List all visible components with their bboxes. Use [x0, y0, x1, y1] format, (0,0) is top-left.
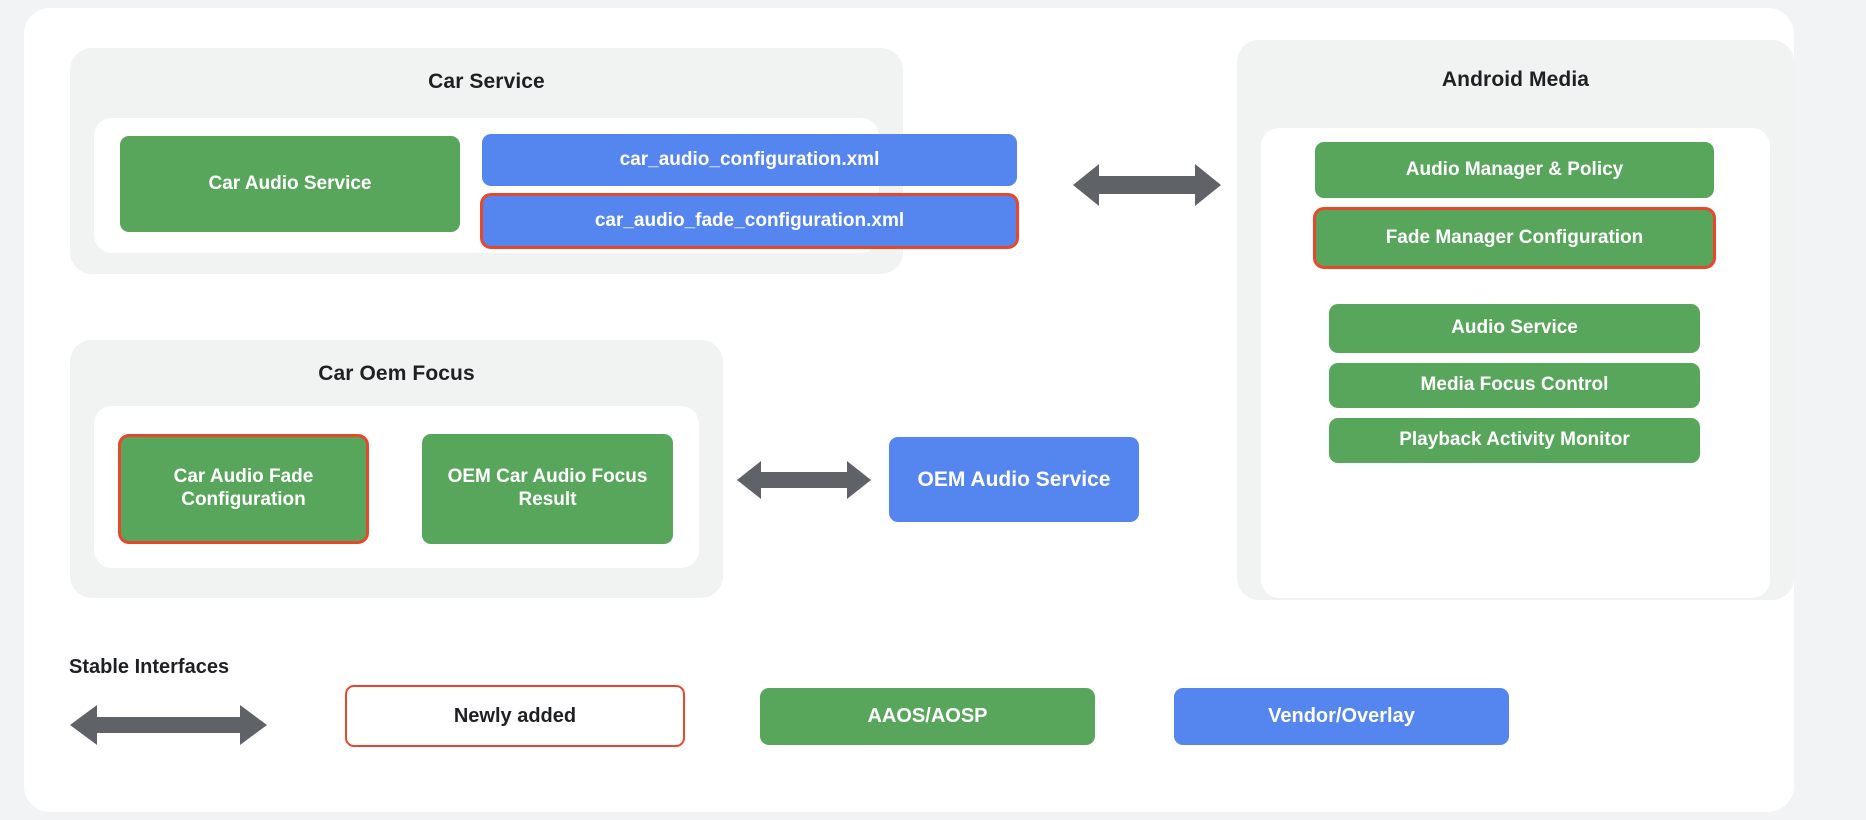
group-android-media: Android Media Audio Manager & Policy Fad… — [1237, 40, 1794, 600]
legend-item-aaos-aosp[interactable]: AAOS/AOSP — [760, 688, 1095, 745]
group-car-service: Car Service Car Audio Service car_audio_… — [70, 48, 1019, 274]
node-fade-manager-configuration[interactable]: Fade Manager Configuration — [1313, 207, 1716, 269]
group-car-oem-focus-title: Car Oem Focus — [318, 362, 475, 385]
group-car-service-title: Car Service — [428, 70, 545, 93]
legend-item-vendor-overlay[interactable]: Vendor/Overlay — [1174, 688, 1509, 745]
legend-item-newly-added[interactable]: Newly added — [345, 685, 685, 747]
node-media-focus-control[interactable]: Media Focus Control — [1329, 363, 1700, 408]
node-car-audio-service[interactable]: Car Audio Service — [120, 136, 460, 232]
legend-stable-interfaces-arrow-icon — [70, 703, 267, 747]
node-audio-service[interactable]: Audio Service — [1329, 304, 1700, 353]
legend-stable-interfaces-label: Stable Interfaces — [69, 656, 230, 678]
connector-car-oem-focus-to-oem-audio-service-arrow — [737, 459, 871, 501]
node-car-audio-fade-configuration[interactable]: Car Audio Fade Configuration — [118, 434, 369, 544]
node-car-audio-fade-configuration-xml[interactable]: car_audio_fade_configuration.xml — [480, 193, 1019, 249]
connector-car-service-to-android-media-arrow — [1073, 162, 1221, 208]
node-oem-audio-service[interactable]: OEM Audio Service — [889, 437, 1139, 522]
group-android-media-title: Android Media — [1441, 68, 1590, 91]
node-car-audio-configuration-xml[interactable]: car_audio_configuration.xml — [482, 134, 1017, 186]
node-playback-activity-monitor[interactable]: Playback Activity Monitor — [1329, 418, 1700, 463]
group-car-oem-focus: Car Oem Focus Car Audio Fade Configurati… — [70, 340, 723, 598]
node-audio-manager-and-policy[interactable]: Audio Manager & Policy — [1315, 142, 1714, 198]
node-oem-car-audio-focus-result[interactable]: OEM Car Audio Focus Result — [422, 434, 673, 544]
